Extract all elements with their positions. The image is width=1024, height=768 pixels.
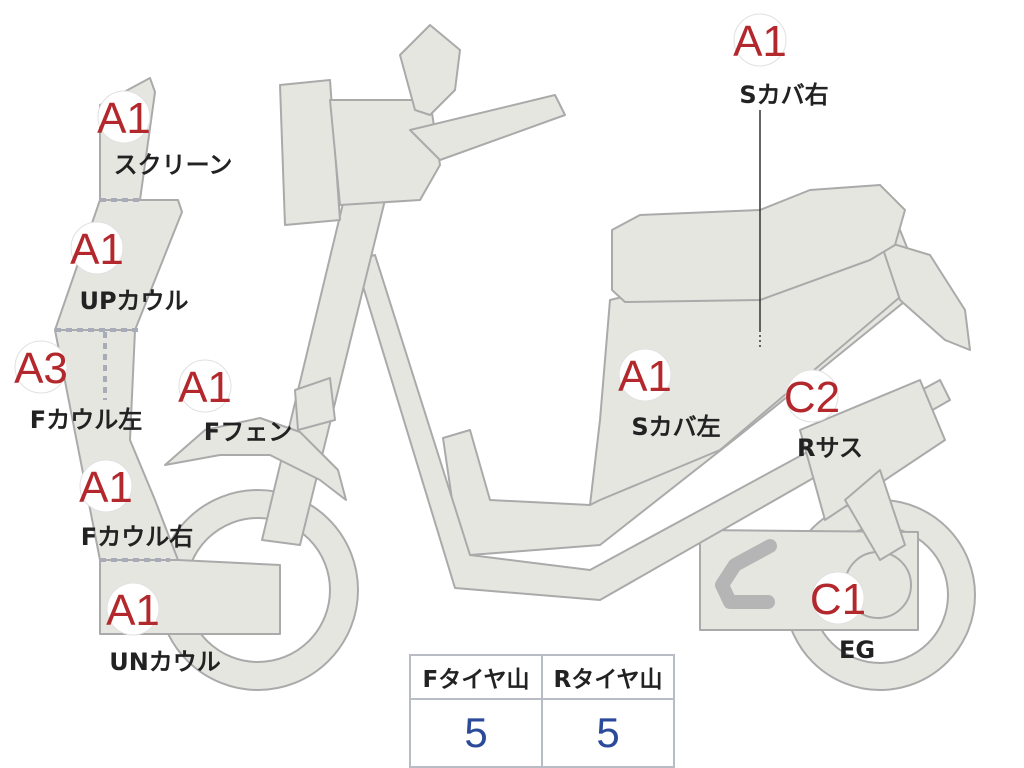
part-label-engine: EG (839, 636, 875, 664)
badge-bg-engine (811, 571, 865, 625)
front-tire-header: Fタイヤ山 (409, 654, 543, 700)
mirror (399, 24, 461, 116)
headlight (279, 79, 341, 226)
rear-suspension-rod (844, 469, 906, 561)
grade-badge-s-cover-right: A1 (733, 17, 787, 66)
grade-badge-f-fender: A1 (178, 363, 232, 412)
front-fender (164, 417, 347, 501)
badge-bg-s-cover-left (618, 348, 672, 402)
part-label-screen: スクリーン (114, 151, 233, 179)
grade-badge-f-cowl-left: A3 (14, 344, 68, 393)
part-label-f-cowl-right: Fカウル右 (81, 523, 193, 551)
part-label-f-fender: Fフェン (204, 418, 292, 446)
grade-badge-s-cover-left: A1 (618, 352, 672, 401)
steering-stem (261, 194, 386, 546)
badge-bg-un-cowl (106, 582, 160, 636)
grade-badge-f-cowl-right: A1 (79, 463, 133, 512)
grade-badge-un-cowl: A1 (106, 586, 160, 635)
front-tire-value: 5 (409, 698, 543, 768)
head-cover (329, 99, 441, 206)
part-label-s-cover-right: Sカバ右 (739, 81, 828, 109)
badge-bg-s-cover-right (733, 13, 787, 67)
rear-fender (879, 239, 971, 351)
tire-tread-table: Fタイヤ山 Rタイヤ山 5 5 (409, 654, 675, 768)
badge-bg-screen (97, 90, 151, 144)
rear-suspension (799, 379, 946, 521)
up-cowl-panel (54, 199, 183, 331)
part-label-up-cowl: UPカウル (79, 287, 188, 315)
part-label-f-cowl-left: Fカウル左 (30, 406, 142, 434)
part-label-s-cover-left: Sカバ左 (631, 413, 720, 441)
seat (611, 184, 906, 303)
part-label-r-suspension: Rサス (797, 434, 863, 462)
grade-badge-r-suspension: C2 (784, 373, 840, 422)
badge-bg-f-cowl-right (79, 459, 133, 513)
exhaust-pipe (715, 539, 777, 609)
rear-tire-value: 5 (541, 698, 675, 768)
part-label-un-cowl: UNカウル (109, 648, 221, 676)
handlebar (409, 94, 566, 161)
lower-frame (354, 254, 951, 601)
grade-badge-up-cowl: A1 (70, 225, 124, 274)
badge-bg-f-cowl-left (14, 340, 68, 394)
grade-badge-engine: C1 (810, 575, 866, 624)
front-fork-clamp (294, 377, 336, 431)
badge-bg-r-suspension (785, 369, 839, 423)
grade-badge-screen: A1 (97, 94, 151, 143)
badge-bg-f-fender (178, 359, 232, 413)
rear-tire-header: Rタイヤ山 (541, 654, 675, 700)
badge-bg-up-cowl (70, 221, 124, 275)
